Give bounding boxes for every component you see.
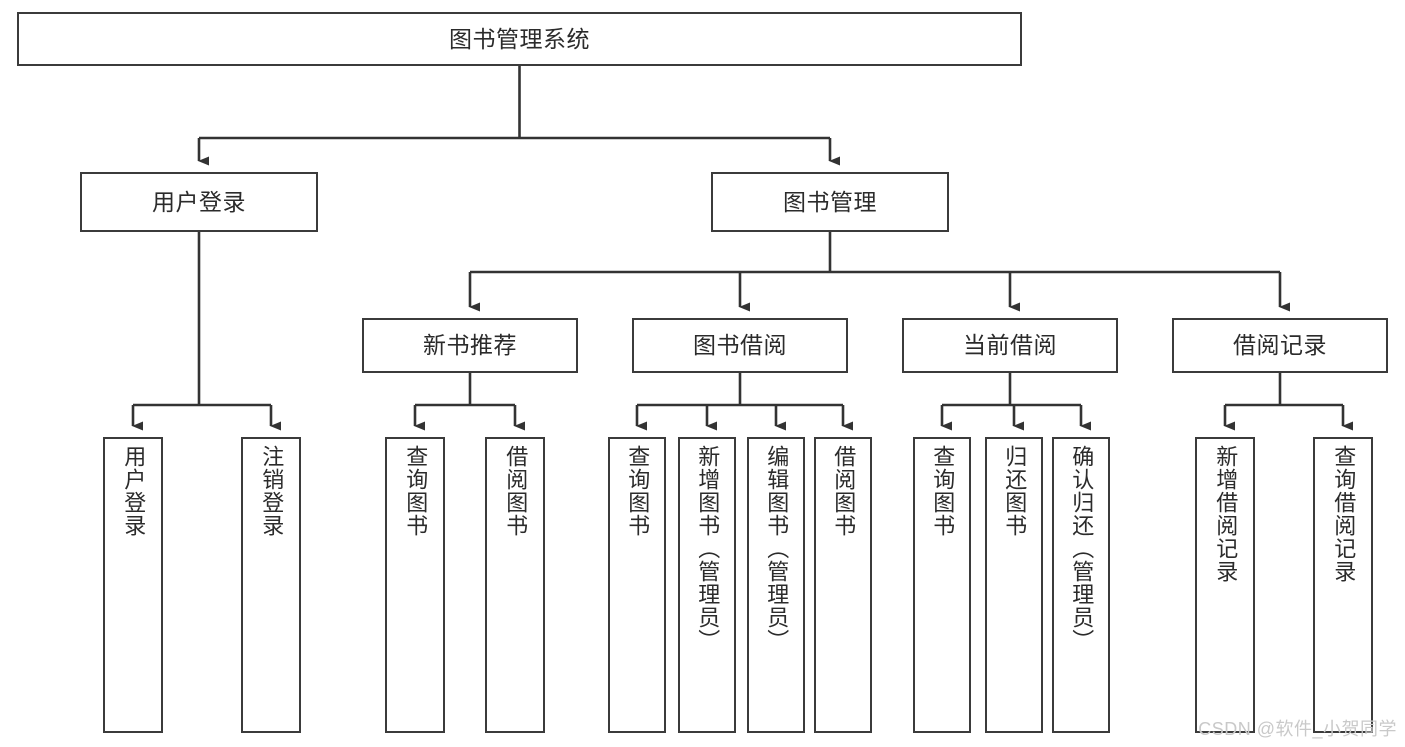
node-root[interactable]: 图书管理系统 [17, 12, 1022, 66]
node-label: 用户登录 [121, 445, 147, 537]
node-label: 借阅图书 [503, 445, 529, 537]
node-leaf-user-login[interactable]: 用户登录 [103, 437, 163, 733]
node-label: 查询图书 [403, 445, 429, 537]
node-label: 查询图书 [930, 445, 956, 537]
node-leaf-add-book[interactable]: 新增图书（管理员） [678, 437, 736, 733]
node-user-login[interactable]: 用户登录 [80, 172, 318, 232]
node-leaf-query-book-2[interactable]: 查询图书 [608, 437, 666, 733]
watermark-text: CSDN @软件_小贺同学 [1198, 719, 1397, 739]
node-current-borrow[interactable]: 当前借阅 [902, 318, 1118, 373]
node-label: 归还图书 [1002, 445, 1028, 537]
node-book-borrow[interactable]: 图书借阅 [632, 318, 848, 373]
node-label: 图书管理系统 [449, 25, 590, 52]
node-label: 编辑图书（管理员） [764, 445, 790, 652]
node-borrow-record[interactable]: 借阅记录 [1172, 318, 1388, 373]
node-new-book-recommend[interactable]: 新书推荐 [362, 318, 578, 373]
node-label: 借阅图书 [831, 445, 857, 537]
node-book-manage[interactable]: 图书管理 [711, 172, 949, 232]
node-leaf-return-book[interactable]: 归还图书 [985, 437, 1043, 733]
node-label: 新增图书（管理员） [695, 445, 721, 652]
node-label: 查询图书 [625, 445, 651, 537]
node-label: 图书管理 [783, 188, 877, 215]
node-leaf-logout[interactable]: 注销登录 [241, 437, 301, 733]
node-label: 图书借阅 [693, 332, 787, 359]
node-leaf-borrow-book-2[interactable]: 借阅图书 [814, 437, 872, 733]
node-leaf-edit-book[interactable]: 编辑图书（管理员） [747, 437, 805, 733]
node-leaf-confirm-return[interactable]: 确认归还（管理员） [1052, 437, 1110, 733]
node-label: 用户登录 [152, 188, 246, 215]
node-leaf-query-book-1[interactable]: 查询图书 [385, 437, 445, 733]
node-label: 注销登录 [259, 445, 285, 537]
node-leaf-query-record[interactable]: 查询借阅记录 [1313, 437, 1373, 733]
node-label: 查询借阅记录 [1331, 445, 1357, 583]
node-label: 新书推荐 [423, 332, 517, 359]
node-label: 新增借阅记录 [1213, 445, 1239, 583]
node-label: 借阅记录 [1233, 332, 1327, 359]
node-leaf-query-book-3[interactable]: 查询图书 [913, 437, 971, 733]
node-leaf-borrow-book-1[interactable]: 借阅图书 [485, 437, 545, 733]
node-label: 当前借阅 [963, 332, 1057, 359]
node-leaf-add-record[interactable]: 新增借阅记录 [1195, 437, 1255, 733]
node-label: 确认归还（管理员） [1069, 445, 1095, 652]
